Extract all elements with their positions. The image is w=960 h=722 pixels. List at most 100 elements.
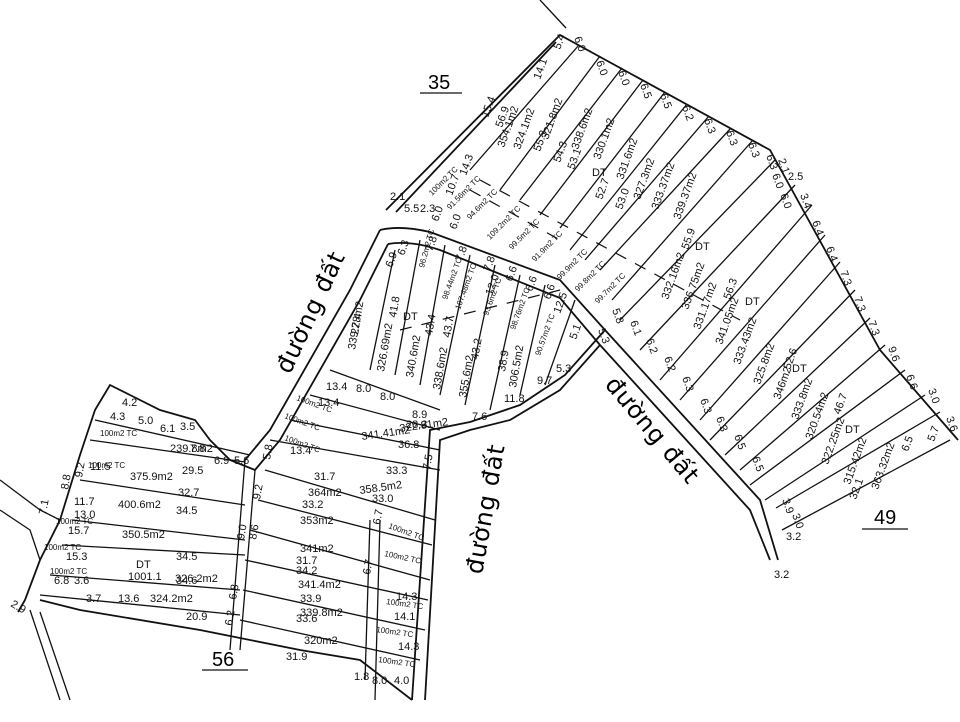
- dimension: 7.3: [837, 269, 854, 287]
- dt-mark: DT: [745, 296, 760, 308]
- dt-mark: DT: [592, 167, 607, 179]
- dimension: 2.3: [420, 203, 435, 215]
- dimension: 6.3: [701, 117, 718, 135]
- sheet-number-35: 35: [428, 72, 450, 94]
- dimension: 6.9: [214, 455, 229, 467]
- parcel-area: 1001.1: [128, 571, 162, 583]
- dimension: 5.6: [234, 455, 249, 467]
- dimension: 7.3: [851, 295, 868, 313]
- parcel-area: 364m2: [308, 487, 342, 499]
- dimension: 7.8: [454, 245, 471, 263]
- dimension: 2.1: [775, 157, 792, 175]
- parcel-area: 355.6m2: [457, 354, 476, 398]
- dimension: 53.1: [566, 147, 585, 171]
- dt-marks: DT DT DT DT DT DT DT: [136, 167, 860, 571]
- dimension: 6.5: [657, 92, 674, 110]
- dimension: 11.5: [90, 461, 111, 473]
- parcel-area: 320m2: [304, 635, 338, 647]
- dimension: 9.6: [885, 345, 902, 363]
- tc-label: 100m2 TC: [100, 429, 137, 438]
- dimension: 34.6: [176, 575, 197, 587]
- dimension: 2.1: [390, 191, 405, 203]
- dimension: 6.7: [371, 508, 385, 525]
- parcel-area: 38.9: [496, 349, 512, 372]
- dimension: 7.6: [472, 411, 487, 423]
- dimension: 3.0: [925, 387, 942, 405]
- parcel-area: 326.2m2: [175, 573, 218, 585]
- dimension: 9.2: [251, 483, 265, 500]
- parcel-area: 350.5m2: [122, 529, 165, 541]
- tc-label: 100m2 TC: [283, 411, 321, 432]
- dimension: 5.5: [404, 203, 419, 215]
- dimension: 31.9: [286, 651, 307, 663]
- dt-mark: DT: [695, 241, 710, 253]
- tc-label: 100m2 TC: [88, 461, 125, 470]
- tc-label: 100m2 TC: [50, 567, 87, 576]
- west-block-dims: 4.2 4.3 5.0 6.1 3.5 7.8 6.9 5.6 9.2 8.8 …: [9, 381, 436, 687]
- dimension: 5.3: [595, 327, 612, 345]
- dimension: 20.9: [186, 611, 207, 623]
- parcel-area: 340.6m2: [404, 334, 423, 378]
- dimension: 3.4: [797, 192, 814, 210]
- dimension: 14.3: [398, 641, 419, 653]
- dimension: 3.2: [774, 569, 789, 581]
- dt-mark: DT: [845, 424, 860, 436]
- parcel-area: 339.8m2: [300, 607, 343, 619]
- ne-parcel-lines: [469, 44, 926, 501]
- dimension: 34.5: [176, 551, 197, 563]
- dimension: 9.7: [537, 375, 552, 387]
- dimension: 33.9: [300, 593, 321, 605]
- parcel-area: 338.6m2: [570, 107, 596, 151]
- dimension: 7.5: [421, 453, 435, 470]
- dimension: 29.5: [182, 465, 203, 477]
- dimension: 55.3: [532, 129, 551, 153]
- dimension: 7.1: [37, 498, 51, 515]
- dimension: 6.3: [723, 129, 740, 147]
- dimension: 15.7: [68, 525, 89, 537]
- parcel-area: 27.4: [349, 312, 365, 335]
- middle-block-dims: 6.9 6.3 7.8 7.8 12.0 7.8 6.6 6.6 12.5 6.…: [356, 235, 584, 423]
- dimension: 6.7: [361, 558, 375, 575]
- parcel-area: 325.8m2: [752, 342, 778, 386]
- dimension: 5.8: [609, 307, 626, 325]
- dimension: 6.0: [593, 59, 610, 77]
- tc-label: 100m2 TC: [44, 543, 81, 552]
- dimension: 4.3: [110, 411, 125, 423]
- dimension: 3.2: [786, 531, 801, 543]
- dimension: 5.7: [926, 425, 943, 443]
- parcel-area: 41.8: [387, 295, 403, 318]
- dimension: 4.0: [394, 675, 409, 687]
- dimension: 32.7: [178, 487, 199, 499]
- dimension: 11.8: [504, 393, 525, 405]
- dimension: 5.4: [552, 33, 569, 51]
- dimension: 6.1: [627, 319, 644, 337]
- dimension: 6.2: [661, 355, 678, 373]
- parcel-area: 43.4: [423, 313, 439, 336]
- parcel-area: 330.1m2: [592, 117, 618, 161]
- dimension: 6.3: [763, 153, 780, 171]
- dimension: 14.3: [396, 591, 417, 603]
- dimension: 6.1: [160, 423, 175, 435]
- dimension: 8.0: [356, 383, 371, 395]
- dimension: 8.9: [412, 409, 427, 421]
- parcel-area: 341.4m2: [298, 579, 341, 591]
- dimension: 36.8: [398, 439, 419, 451]
- dimension: 6.2: [223, 609, 237, 626]
- parcel-area: 353m2: [300, 515, 334, 527]
- parcel-area: 363.32m2: [870, 441, 898, 491]
- dimension: 33.3: [386, 465, 407, 477]
- dimension: 13.4: [326, 381, 347, 393]
- dimension: 6.3: [697, 397, 714, 415]
- dimension: 6.0: [430, 205, 447, 223]
- dimension: 34.2: [296, 565, 317, 577]
- tc-label: 91.9m2 TC: [530, 229, 564, 263]
- sheet-number-56: 56: [212, 649, 234, 671]
- dimension: 6.6: [504, 265, 521, 283]
- dimension: 13.4: [290, 445, 311, 457]
- dimension: 6.8: [227, 583, 241, 600]
- dt-mark: DT: [792, 363, 807, 375]
- parcel-area: 332.16m2: [660, 251, 688, 301]
- dimension: 8.8: [59, 473, 73, 490]
- tc-label: 100m2 TC: [384, 549, 422, 566]
